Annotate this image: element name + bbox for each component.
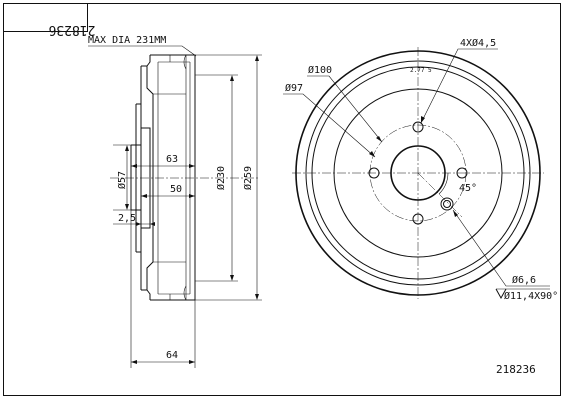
angle-45-label: 45° (459, 183, 477, 194)
holes-callout: 4XØ4,5 (420, 37, 498, 124)
front-view: 45° 2.77 5 (292, 47, 544, 299)
dim-63: 63 (131, 154, 195, 168)
drum-rim-grooves (169, 54, 187, 301)
dim-d57-label: Ø57 (116, 171, 128, 189)
dim-d259: Ø259 (195, 54, 262, 301)
dim-d97-callout: Ø97 (283, 82, 376, 158)
drum-outer-profile (146, 54, 196, 301)
dim-50: 50 (141, 184, 195, 198)
dim-50-label: 50 (170, 184, 182, 195)
dim-2-5-label: 2,5 (118, 213, 136, 224)
dim-d57: Ø57 (113, 144, 131, 211)
bolt-hole-right (456, 167, 468, 179)
dim-2-5: 2,5 (113, 213, 155, 226)
bolt-hole-bottom (412, 213, 424, 225)
dim-64: 64 (130, 210, 196, 368)
side-section-view (110, 54, 260, 301)
dim-d230-label: Ø230 (215, 166, 227, 190)
angle-arc-45 (438, 172, 449, 195)
holes-note: 4XØ4,5 (460, 37, 496, 49)
max-dia-callout: MAX DIA 231MM (88, 35, 197, 57)
dim-d259-label: Ø259 (242, 166, 254, 190)
part-number-box-mirrored: 218236 (3, 3, 96, 37)
drum-inner-lines (153, 55, 191, 300)
part-number: 218236 (496, 363, 536, 376)
countersink-note: Ø11,4X90° (504, 290, 558, 302)
front-centerline-diag (417, 172, 463, 218)
countersink-symbol (495, 288, 507, 300)
countersink-callout: Ø6,6 Ø11,4X90° (452, 209, 558, 302)
max-dia-note: MAX DIA 231MM (88, 35, 166, 46)
countersunk-hole-inner (443, 200, 451, 208)
dim-63-label: 63 (166, 154, 178, 165)
dim-64-label: 64 (166, 350, 178, 361)
drawing-frame (3, 3, 561, 396)
bolt-hole-left (368, 167, 380, 179)
dim-d97-label: Ø97 (285, 82, 303, 94)
part-number-mirrored: 218236 (49, 22, 96, 37)
countersunk-hole-outer (440, 197, 454, 211)
dim-d230: Ø230 (195, 74, 238, 282)
dim-d100-label: Ø100 (308, 64, 332, 76)
dim-d100-callout: Ø100 (307, 64, 383, 143)
bolt-hole-top (412, 121, 424, 133)
dim-d6-6-label: Ø6,6 (512, 274, 536, 286)
rim-text: 2.77 5 (410, 67, 432, 74)
